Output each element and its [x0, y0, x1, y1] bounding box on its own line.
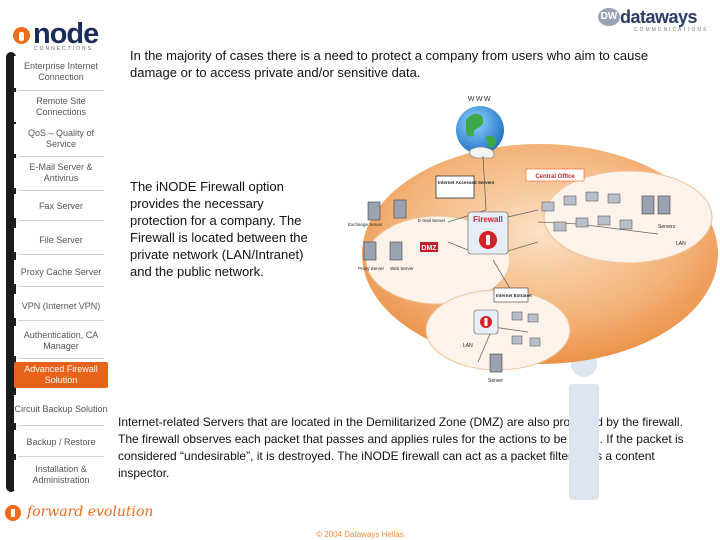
sidebar-item-circuit-backup[interactable]: Circuit Backup Solution [14, 395, 108, 423]
copyright-text: © 2004 Dataways Hellas [0, 530, 720, 539]
exchange-server-label: Exchange Server [348, 222, 383, 227]
sidebar-item-email-antivirus[interactable]: E-Mail Server & Antivirus [14, 158, 108, 188]
internet-accessed-servers-label: Internet Accessed Servers [438, 180, 495, 185]
dataways-mark-icon: DW [598, 8, 620, 26]
sidebar-item-label: VPN (Internet VPN) [22, 301, 101, 312]
firewall-description: The iNODE Firewall option provides the n… [130, 178, 310, 280]
sidebar-item-label: File Server [39, 235, 83, 246]
www-label: WWW [468, 96, 492, 103]
sidebar-nav: Enterprise Internet Connection Remote Si… [0, 52, 115, 497]
sidebar-item-vpn[interactable]: VPN (Internet VPN) [14, 294, 108, 318]
sidebar-item-label: E-Mail Server & Antivirus [14, 162, 108, 184]
footer-i-icon [5, 505, 21, 521]
extranet-server-icon [490, 354, 502, 372]
internet-extranet-label: Internet Extranet [496, 293, 532, 298]
sidebar-item-authentication[interactable]: Authentication, CA Manager [14, 326, 108, 356]
server-label: Server [488, 378, 503, 384]
sidebar-item-label: Proxy Cache Server [21, 267, 102, 278]
dmz-label: DMZ [421, 245, 437, 252]
footer-slogan: forward evolution [27, 504, 153, 520]
sidebar-item-label: Installation & Administration [14, 464, 108, 486]
sidebar-item-enterprise-internet[interactable]: Enterprise Internet Connection [14, 56, 108, 88]
sidebar-item-label: Advanced Firewall Solution [14, 364, 108, 386]
inode-i-icon [13, 27, 30, 44]
sidebar-item-proxy-cache[interactable]: Proxy Cache Server [14, 260, 108, 284]
web-server-label: Web Server [390, 266, 414, 271]
sidebar-item-qos[interactable]: QoS – Quality of Service [14, 124, 108, 154]
sidebar-item-label: QoS – Quality of Service [14, 128, 108, 150]
central-office-label: Central Office [535, 174, 575, 180]
central-office-zone [544, 171, 712, 263]
email-server-label: E-mail Server [418, 218, 446, 223]
sidebar-item-label: Circuit Backup Solution [14, 404, 107, 415]
firewall-network-diagram: WWW Internet Accessed Servers Central Of… [328, 92, 720, 390]
dataways-logo-word: dataways [620, 7, 697, 28]
firewall-label: Firewall [473, 215, 503, 224]
sidebar-item-backup-restore[interactable]: Backup / Restore [14, 430, 108, 454]
sidebar-item-fax-server[interactable]: Fax Server [14, 194, 108, 218]
sidebar-item-label: Authentication, CA Manager [14, 330, 108, 352]
sidebar-item-file-server[interactable]: File Server [14, 228, 108, 252]
lan-bottom-label: LAN [463, 343, 473, 349]
proxy-server-label: Proxy Server [358, 266, 385, 271]
sidebar-item-installation[interactable]: Installation & Administration [14, 460, 108, 490]
dataways-logo-tagline: COMMUNICATIONS [634, 27, 708, 33]
sidebar-item-label: Remote Site Connections [14, 96, 108, 118]
extranet-firewall-icon [474, 310, 498, 334]
sidebar-item-remote-site[interactable]: Remote Site Connections [14, 92, 108, 122]
sidebar-item-advanced-firewall[interactable]: Advanced Firewall Solution [14, 362, 108, 388]
sidebar-item-label: Fax Server [39, 201, 83, 212]
sidebar-item-label: Enterprise Internet Connection [14, 61, 108, 83]
servers-label: Servers [658, 224, 676, 230]
sidebar-item-label: Backup / Restore [26, 437, 95, 448]
dmz-description: Internet-related Servers that are locate… [118, 414, 703, 482]
intro-paragraph: In the majority of cases there is a need… [130, 47, 670, 81]
lan-right-label: LAN [676, 241, 686, 247]
